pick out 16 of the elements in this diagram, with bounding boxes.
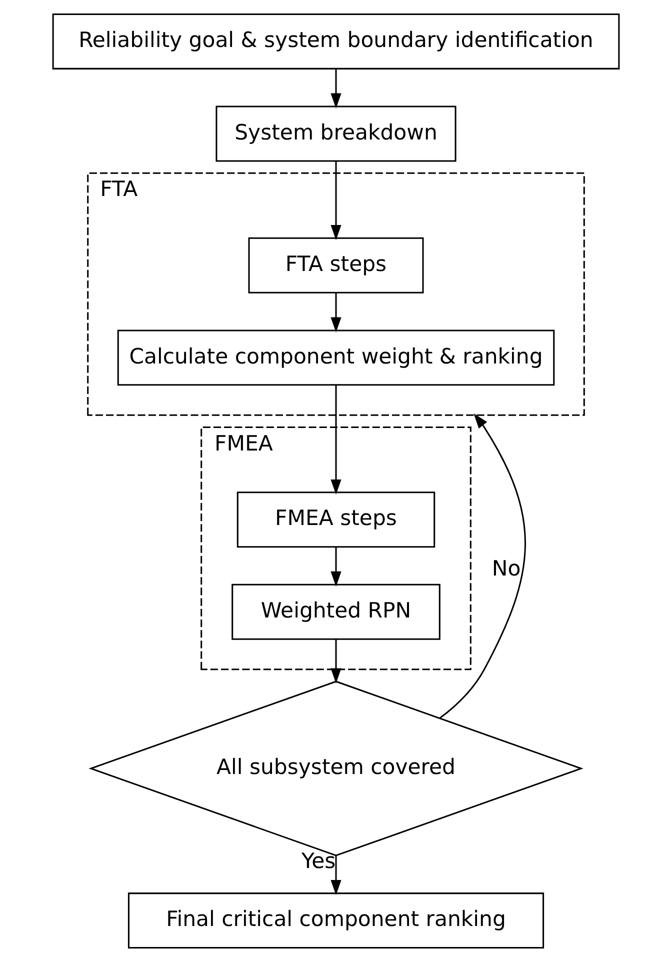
node-box: FTA steps (248, 237, 424, 294)
arrow (330, 161, 341, 240)
node-box: Calculate component weight & ranking (116, 330, 554, 386)
node-box: Reliability goal & system boundary identification (52, 13, 620, 70)
arrow (330, 68, 341, 108)
node-box: System breakdown (215, 106, 456, 162)
arrow (330, 856, 341, 896)
arrow (330, 546, 341, 587)
arrow (439, 413, 526, 719)
node-box: FMEA steps (236, 492, 435, 548)
edge-label: No (491, 556, 520, 581)
node-box: Final critical component ranking (127, 892, 544, 949)
arrow (330, 385, 341, 495)
arrow (330, 292, 341, 332)
node-box: Weighted RPN (231, 584, 440, 640)
arrow (330, 639, 341, 684)
